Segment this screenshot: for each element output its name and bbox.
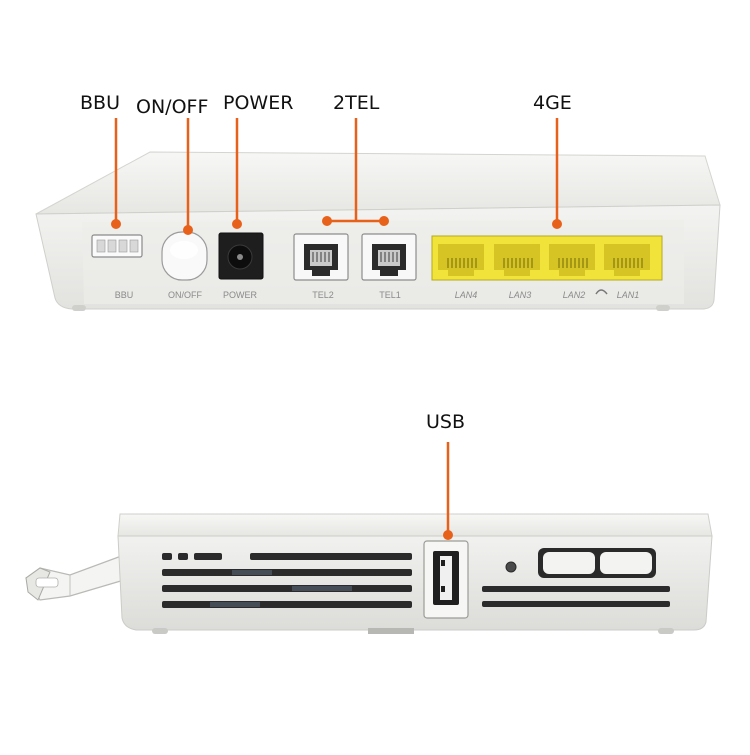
router-side-view [25, 442, 713, 634]
foot [656, 305, 670, 311]
callout-ge: 4GE [533, 92, 572, 114]
bbu-connector[interactable] [91, 234, 143, 258]
reset-hole-icon [595, 289, 608, 295]
callout-usb: USB [426, 411, 466, 433]
lan1-port[interactable] [604, 244, 650, 276]
led-indicator [505, 561, 517, 573]
usb-port[interactable] [423, 540, 469, 619]
lan3-port[interactable] [494, 244, 540, 276]
internal-board [210, 570, 352, 607]
side-buttons[interactable] [538, 548, 656, 578]
tel1-port-label: TEL1 [379, 290, 401, 300]
bbu-port-label: BBU [115, 290, 134, 300]
usb-callout-dot [443, 530, 453, 540]
lan2-port[interactable] [549, 244, 595, 276]
antenna [25, 554, 125, 601]
lan3-port-label: LAN3 [509, 290, 532, 300]
tel2-port[interactable] [293, 233, 349, 281]
tel1-port[interactable] [361, 233, 417, 281]
callout-on-off: ON/OFF [136, 96, 209, 118]
lan4-port-label: LAN4 [455, 290, 478, 300]
power-port-label: POWER [223, 290, 258, 300]
bottom-strip [368, 628, 414, 634]
tel2-port-label: TEL2 [312, 290, 334, 300]
lan4-port[interactable] [438, 244, 484, 276]
on-off-port-label: ON/OFF [168, 290, 202, 300]
lan1-port-label: LAN1 [617, 290, 640, 300]
callout-tel: 2TEL [333, 92, 380, 114]
power-jack[interactable] [218, 232, 264, 280]
callout-bbu: BBU [80, 92, 120, 114]
vent-slots-right [482, 586, 670, 607]
router-rear-view: BBU ON/OFF POWER TEL2 TEL1 LAN4 LAN3 LAN… [35, 118, 721, 311]
lan2-port-label: LAN2 [563, 290, 586, 300]
foot [152, 628, 168, 634]
power-switch[interactable] [161, 231, 208, 281]
foot [72, 305, 86, 311]
callout-lines [114, 118, 559, 228]
callout-dots [111, 216, 562, 235]
foot [658, 628, 674, 634]
callout-power: POWER [223, 92, 294, 114]
